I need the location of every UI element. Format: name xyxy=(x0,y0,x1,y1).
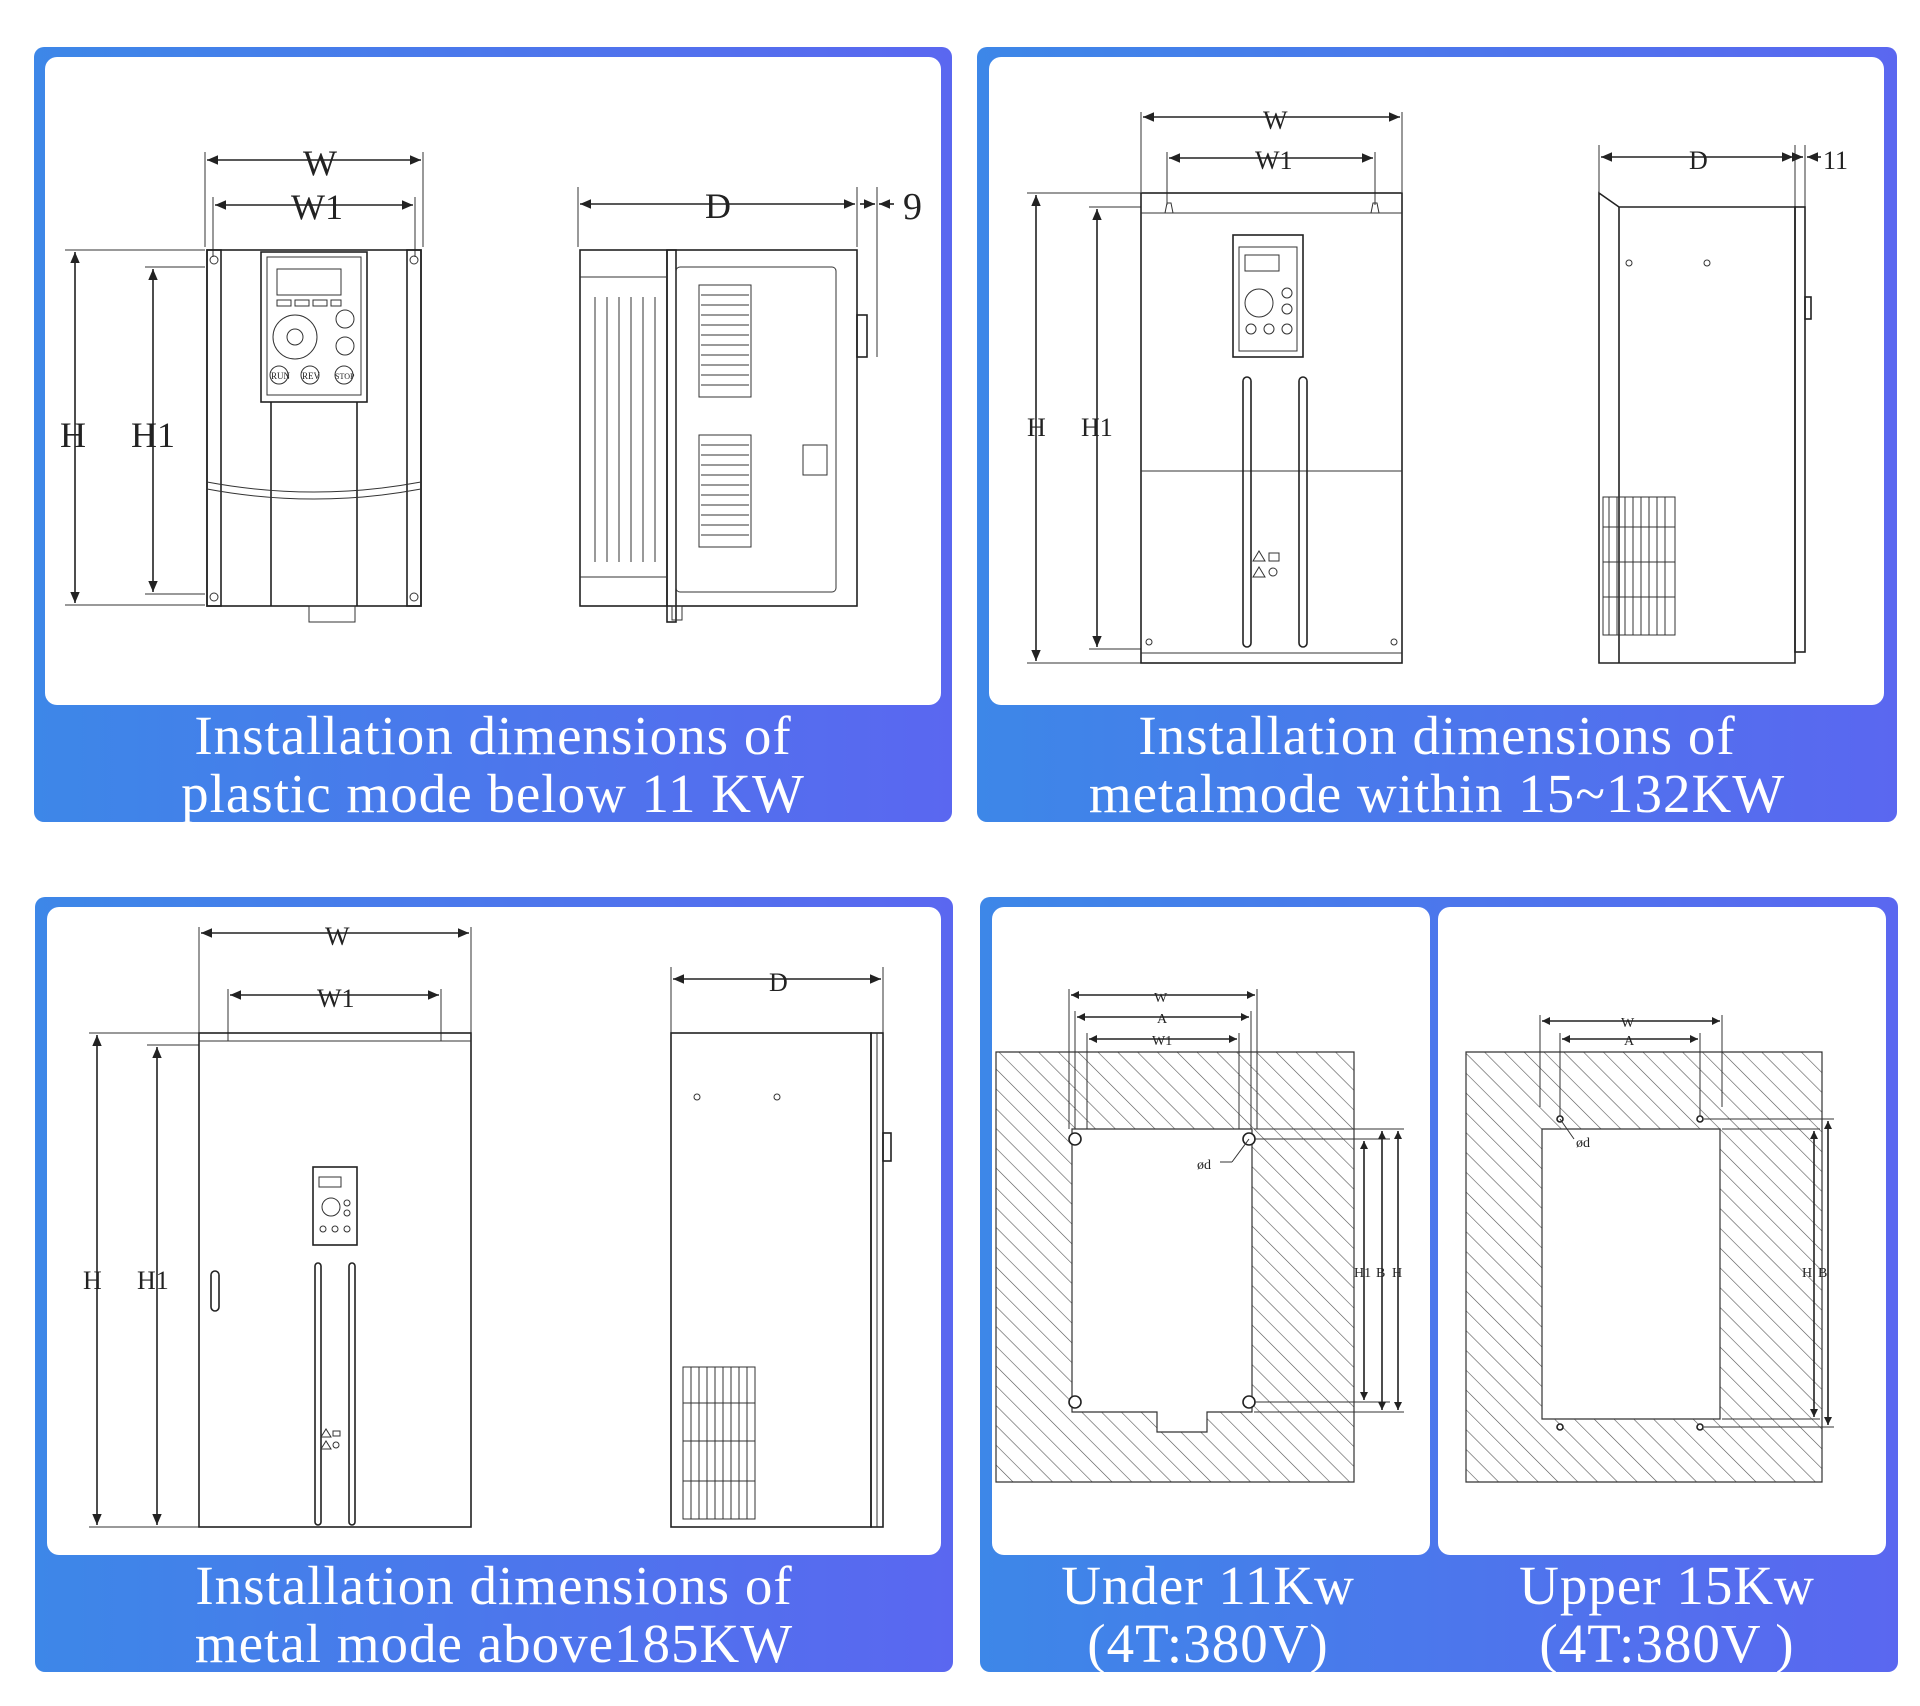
dim-H1: H1 xyxy=(1354,1266,1371,1281)
caption-line-2: plastic mode below 11 KW xyxy=(181,763,805,824)
dim-H1: H1 xyxy=(131,415,175,455)
hole-diameter-label: ød xyxy=(1576,1136,1590,1151)
mounting-under-11kw-drawing: W A W1 ød H1 B H xyxy=(995,989,1404,1483)
hole-diameter-label: ød xyxy=(1197,1158,1211,1173)
dim-H: H xyxy=(1392,1266,1402,1281)
caption: Installation dimensions of metalmode wit… xyxy=(977,707,1897,823)
caption: Installation dimensions of metal mode ab… xyxy=(35,1557,953,1673)
dim-H: H xyxy=(83,1266,102,1295)
panel-plastic-below-11kw: W W1 H H1 RUN RE xyxy=(34,47,952,823)
caption: Installation dimensions of plastic mode … xyxy=(34,707,952,823)
caption-line-2: metal mode above185KW xyxy=(194,1613,794,1674)
dim-B: B xyxy=(1818,1266,1827,1281)
dim-W1: W1 xyxy=(1152,1034,1172,1049)
caption-line-1: Installation dimensions of xyxy=(195,1555,793,1616)
key-rev: REV xyxy=(302,371,321,381)
dim-H1: H1 xyxy=(137,1266,169,1295)
caption-left: Under 11Kw (4T:380V) xyxy=(980,1557,1436,1673)
dim-W: W xyxy=(1621,1016,1635,1031)
caption-line-1: Installation dimensions of xyxy=(1138,705,1736,766)
mounting-upper-15kw-drawing: W A ød H B xyxy=(1465,1015,1834,1483)
dim-9: 9 xyxy=(903,186,922,228)
drawing-area: W W1 H H1 xyxy=(989,57,1884,705)
dim-A: A xyxy=(1624,1034,1635,1049)
panel-mounting-holes: W A W1 ød H1 B H xyxy=(980,897,1898,1673)
panel-metal-above-185kw: W W1 H H1 xyxy=(35,897,953,1673)
caption-left-line-2: (4T:380V) xyxy=(1087,1613,1329,1674)
metal-mode-15-132-drawing: W W1 H H1 xyxy=(1027,106,1848,664)
drawing-area: W W1 H H1 xyxy=(47,907,941,1555)
caption-line-1: Installation dimensions of xyxy=(194,705,792,766)
dim-H: H xyxy=(1027,413,1046,442)
key-stop: STOP xyxy=(335,372,355,381)
dim-H: H xyxy=(60,415,86,455)
dim-H1: H1 xyxy=(1081,413,1113,442)
dim-B: B xyxy=(1376,1266,1385,1281)
dim-W1: W1 xyxy=(1255,146,1293,175)
caption-right: Upper 15Kw (4T:380V ) xyxy=(1436,1557,1898,1673)
dim-W: W xyxy=(325,922,350,951)
dim-D: D xyxy=(1689,146,1708,175)
metal-mode-above-185-drawing: W W1 H H1 xyxy=(83,922,892,1528)
key-run: RUN xyxy=(271,371,291,381)
dim-W1: W1 xyxy=(317,984,355,1013)
drawing-area: W W1 H H1 RUN RE xyxy=(45,57,941,705)
dim-11: 11 xyxy=(1823,146,1848,175)
panel-metal-15-132kw: W W1 H H1 xyxy=(977,47,1897,823)
drawing-area-left: W A W1 ød H1 B H xyxy=(992,907,1430,1555)
dim-H: H xyxy=(1802,1266,1812,1281)
caption-right-line-1: Upper 15Kw xyxy=(1519,1555,1815,1616)
plastic-mode-drawing: W W1 H H1 RUN RE xyxy=(60,143,922,623)
dim-W1: W1 xyxy=(291,187,343,227)
dim-D: D xyxy=(769,968,788,997)
dim-W: W xyxy=(1154,991,1168,1006)
caption-right-line-2: (4T:380V ) xyxy=(1539,1613,1795,1674)
drawing-area-right: W A ød H B xyxy=(1438,907,1886,1555)
dim-A: A xyxy=(1157,1012,1168,1027)
dim-W: W xyxy=(1263,106,1288,135)
dim-D: D xyxy=(705,186,731,226)
dim-W: W xyxy=(303,143,337,183)
caption-left-line-1: Under 11Kw xyxy=(1061,1555,1355,1616)
caption-line-2: metalmode within 15~132KW xyxy=(1088,763,1786,824)
